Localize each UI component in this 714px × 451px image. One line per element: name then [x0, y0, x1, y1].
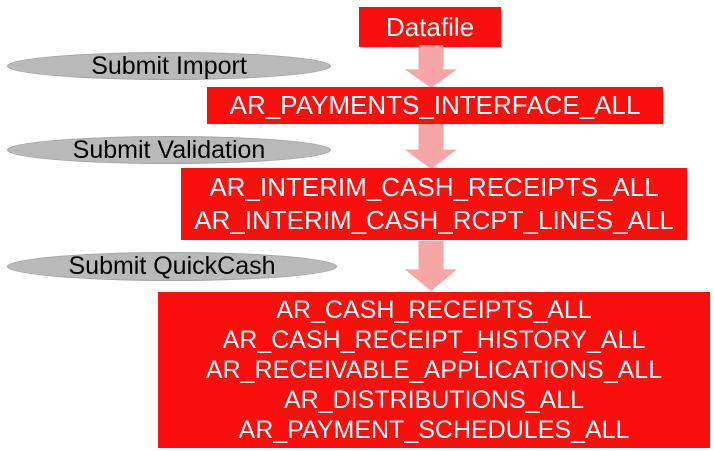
- down-arrow-icon: [405, 45, 457, 88]
- table-name: AR_INTERIM_CASH_RCPT_LINES_ALL: [194, 205, 674, 235]
- submit-validation-ellipse: Submit Validation: [7, 136, 331, 164]
- datafile-box: Datafile: [359, 7, 501, 47]
- final-cash-tables-box: AR_CASH_RECEIPTS_ALL AR_CASH_RECEIPT_HIS…: [158, 292, 710, 448]
- interim-cash-tables-box: AR_INTERIM_CASH_RECEIPTS_ALL AR_INTERIM_…: [181, 168, 687, 240]
- datafile-label: Datafile: [385, 12, 475, 42]
- submit-validation-label: Submit Validation: [72, 135, 266, 164]
- submit-quickcash-label: Submit QuickCash: [68, 252, 276, 280]
- table-name: AR_CASH_RECEIPTS_ALL: [276, 296, 592, 324]
- table-name: AR_CASH_RECEIPT_HISTORY_ALL: [222, 326, 646, 354]
- down-arrow-icon: [405, 124, 457, 169]
- submit-quickcash-ellipse: Submit QuickCash: [7, 252, 337, 281]
- down-arrow-icon: [405, 241, 457, 291]
- submit-import-label: Submit Import: [91, 51, 247, 80]
- table-name: AR_PAYMENTS_INTERFACE_ALL: [229, 90, 641, 120]
- table-name: AR_INTERIM_CASH_RECEIPTS_ALL: [209, 172, 659, 202]
- table-name: AR_DISTRIBUTIONS_ALL: [283, 386, 585, 414]
- table-name: AR_RECEIVABLE_APPLICATIONS_ALL: [205, 356, 663, 384]
- submit-import-ellipse: Submit Import: [7, 52, 331, 80]
- table-name: AR_PAYMENT_SCHEDULES_ALL: [238, 416, 630, 444]
- payments-interface-table-box: AR_PAYMENTS_INTERFACE_ALL: [207, 87, 663, 124]
